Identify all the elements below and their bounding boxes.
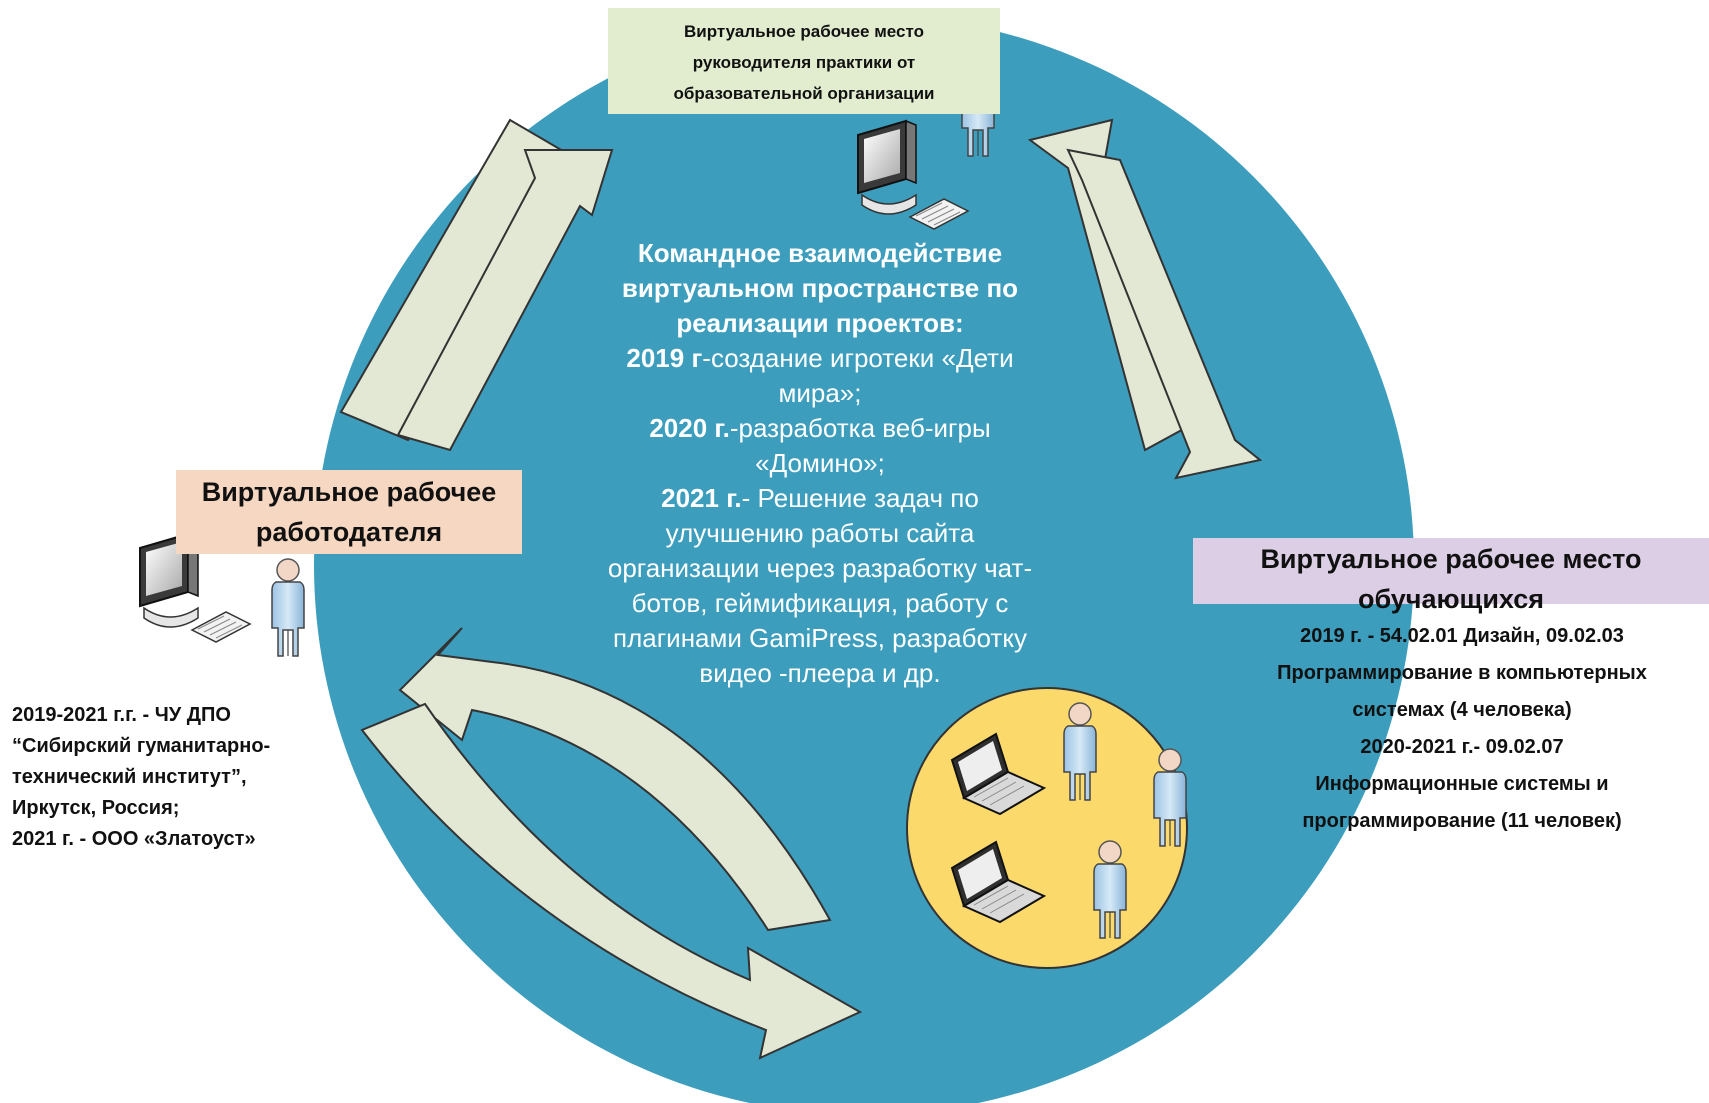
project-2020-line: 2020 г.-разработка веб-игры — [540, 411, 1100, 446]
center-title-line: виртуальном пространстве по — [621, 273, 1019, 303]
project-2019-line: 2019 г-создание игротеки «Дети — [540, 341, 1100, 376]
students-info-line: Программирование в компьютерных — [1277, 662, 1647, 684]
right-double-arrow — [1027, 118, 1263, 480]
project-2020-text: -разработка веб-игры — [729, 413, 991, 443]
project-2020-year: 2020 г. — [649, 413, 730, 443]
employer-info-line: технический институт”, — [12, 766, 247, 788]
employer-info-text: 2019-2021 г.г. - ЧУ ДПО “Сибирский гуман… — [12, 700, 352, 855]
project-2021-line: 2021 г.- Решение задач по — [540, 481, 1100, 516]
supervisor-label-line: Виртуальное рабочее место — [684, 22, 924, 41]
project-2019-text: -создание игротеки «Дети — [702, 343, 1014, 373]
students-info-line: 2020-2021 г.- 09.02.07 — [1360, 736, 1564, 758]
project-2021-text-cont: видео -плеера и др. — [699, 658, 941, 688]
students-info-line: системах (4 человека) — [1352, 699, 1572, 721]
project-2021-text-cont: ботов, геймификация, работу с — [631, 588, 1009, 618]
project-2021-text: - Решение задач по — [741, 483, 979, 513]
employer-person-icon — [271, 558, 305, 657]
center-title-line: реализации проектов: — [676, 308, 964, 338]
left-double-arrow — [339, 118, 614, 452]
supervisor-label-line: образовательной организации — [673, 84, 935, 103]
students-info-line: программирование (11 человек) — [1302, 810, 1622, 832]
project-2021-text-cont: организации через разработку чат- — [607, 553, 1033, 583]
employer-workplace-box: Виртуальное рабочее работодателя — [176, 470, 522, 554]
students-info-line: Информационные системы и — [1315, 773, 1609, 795]
bottom-double-arrow — [360, 627, 863, 1060]
project-2021-text-cont: плагинами GamiPress, разработку — [612, 623, 1027, 653]
employer-info-line: Иркутск, Россия; — [12, 797, 180, 819]
center-description: Командное взаимодействие виртуальном про… — [540, 236, 1100, 691]
students-circle — [906, 687, 1188, 969]
supervisor-workplace-box: Виртуальное рабочее место руководителя п… — [608, 8, 1000, 114]
students-info-text: 2019 г. - 54.02.01 Дизайн, 09.02.03 Прог… — [1215, 618, 1709, 840]
students-label-line: обучающихся — [1357, 584, 1545, 614]
students-label-line: Виртуальное рабочее место — [1260, 544, 1642, 574]
project-2019-text-cont: мира»; — [778, 378, 862, 408]
students-info-line: 2019 г. - 54.02.01 Дизайн, 09.02.03 — [1300, 625, 1624, 647]
employer-info-line: 2021 г. - ООО «Златоуст» — [12, 828, 256, 850]
employer-label-line: работодателя — [255, 517, 443, 547]
project-2020-text-cont: «Домино»; — [755, 448, 885, 478]
supervisor-label-line: руководителя практики от — [692, 53, 916, 72]
project-2019-year: 2019 г — [626, 343, 703, 373]
employer-label-line: Виртуальное рабочее — [201, 477, 497, 507]
employer-info-line: 2019-2021 г.г. - ЧУ ДПО — [12, 704, 231, 726]
students-workplace-box: Виртуальное рабочее место обучающихся — [1193, 538, 1709, 614]
project-2021-year: 2021 г. — [661, 483, 742, 513]
center-title-line: Командное взаимодействие — [637, 238, 1003, 268]
employer-info-line: “Сибирский гуманитарно- — [12, 735, 271, 757]
project-2021-text-cont: улучшению работы сайта — [665, 518, 975, 548]
